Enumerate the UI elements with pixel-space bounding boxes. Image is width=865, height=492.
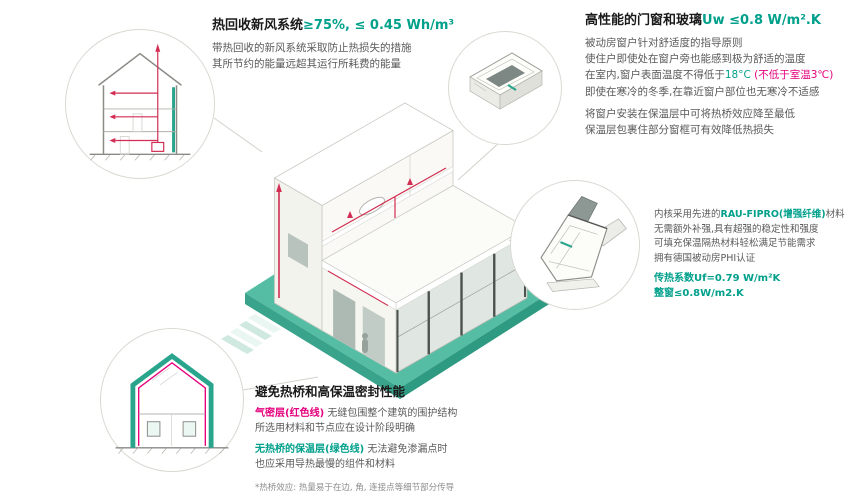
window-profile-cross-section-illustration	[540, 196, 627, 292]
person-figure	[362, 333, 368, 353]
material-intro: 内核采用先进的RAU-FIPRO(增强纤维)材料	[654, 209, 845, 220]
airflow-ducts-and-arrows	[109, 43, 165, 152]
insulation-layer-green-line	[130, 353, 214, 448]
section-material: 内核采用先进的RAU-FIPRO(增强纤维)材料 无需额外补强,具有超强的稳定性…	[654, 208, 862, 301]
insulated-house-section-illustration	[115, 353, 229, 454]
isometric-cutaway-house-illustration	[221, 102, 560, 399]
windows	[146, 421, 197, 437]
window-corner-detail-illustration	[469, 52, 543, 110]
section-windows: 高性能的门窗和玻璃Uw ≤0.8 W/m².K 被动房窗户针对舒适度的指导原则 …	[585, 13, 859, 138]
ventilation-title-value: ≥75%, ≤ 0.45 Wh/m³	[303, 18, 455, 33]
ground-hatching	[90, 154, 185, 161]
material-body: 无需额外补强,具有超强的稳定性和强度 可填充保温隔热材料轻松满足节能需求 拥有德…	[654, 223, 819, 265]
airtight-layer-red-line	[138, 361, 206, 446]
material-stats: 传热系数Uf=0.79 W/m²K 整窗≤0.8W/m2.K	[654, 271, 862, 301]
uw-whole-window-value: 整窗≤0.8W/m2.K	[654, 287, 744, 299]
thermal-footnote: *热桥效应: 热量易于在边, 角, 连接点等细节部分传导	[255, 483, 455, 492]
uf-value: 传热系数Uf=0.79 W/m²K	[654, 272, 781, 284]
ventilation-title-text: 热回收新风系统	[212, 18, 304, 33]
windows-title-value: Uw ≤0.8 W/m².K	[702, 13, 821, 28]
thermal-insulation-paragraph: 无热桥的保温层(绿色线) 无法避免渗漏点时 也应采用导热最慢的组件和材料	[255, 444, 448, 471]
side-window	[288, 233, 308, 268]
insulation-layer-label: 无热桥的保温层(绿色线)	[255, 444, 365, 456]
interior-details	[119, 113, 143, 155]
temp-note: (不低于室温3℃)	[750, 69, 834, 82]
red-duct-lines-upper	[331, 167, 447, 233]
callout-ventilation-detail	[65, 29, 215, 179]
callout-window-corner-detail	[448, 31, 562, 145]
windows-title: 高性能的门窗和玻璃Uw ≤0.8 W/m².K	[585, 13, 859, 30]
callout-insulation-detail	[100, 328, 244, 472]
windows-title-text: 高性能的门窗和玻璃	[585, 13, 703, 28]
house-glass-wing	[321, 185, 528, 374]
roof-hatch	[152, 367, 178, 386]
bathtub	[359, 196, 385, 216]
profile-body	[540, 214, 608, 282]
floor-slabs	[103, 108, 177, 133]
reinforcement-accent	[560, 241, 573, 248]
profile-chambers	[548, 225, 598, 272]
material-brand-name: RAU-FIPRO(增强纤维)	[720, 209, 826, 220]
airtight-layer-label: 气密层(红色线)	[255, 408, 325, 420]
red-duct-line-ground	[327, 270, 389, 306]
callout-window-profile	[510, 180, 640, 310]
ground-hatching	[118, 447, 225, 454]
section-thermal-bridge: 避免热桥和高保温密封性能 气密层(红色线) 无缝包围整个建筑的围护结构 所选用材…	[255, 384, 567, 492]
thermal-break-accent	[507, 84, 517, 91]
ventilation-section-house-illustration	[89, 43, 191, 161]
ground-floor-doors	[333, 288, 385, 367]
ventilation-title: 热回收新风系统≥75%, ≤ 0.45 Wh/m³	[212, 18, 474, 35]
windows-body: 被动房窗户针对舒适度的指导原则 使住户即使处在窗户旁也能感到极为舒适的温度 在室…	[585, 35, 859, 139]
ventilation-body: 带热回收的新风系统采取防止热损失的措施 其所节约的能量远超其运行所耗费的能量	[212, 41, 412, 71]
platform-stairs	[221, 314, 281, 354]
hatch-lines	[473, 82, 487, 92]
temp-value: 18°C	[724, 69, 751, 82]
glazing-pane	[486, 65, 525, 87]
red-exhaust-pipe	[276, 183, 282, 298]
thermal-airtight-paragraph: 气密层(红色线) 无缝包围整个建筑的围护结构 所选用材料和节点应在设计阶段明确	[255, 408, 458, 435]
house-outline	[98, 52, 182, 155]
windows-temp-line: 在室内,窗户表面温度不得低于18°C (不低于室温3℃)	[585, 69, 834, 82]
thermal-title: 避免热桥和高保温密封性能	[255, 384, 406, 399]
section-ventilation: 热回收新风系统≥75%, ≤ 0.45 Wh/m³ 带热回收的新风系统采取防止热…	[212, 18, 474, 72]
